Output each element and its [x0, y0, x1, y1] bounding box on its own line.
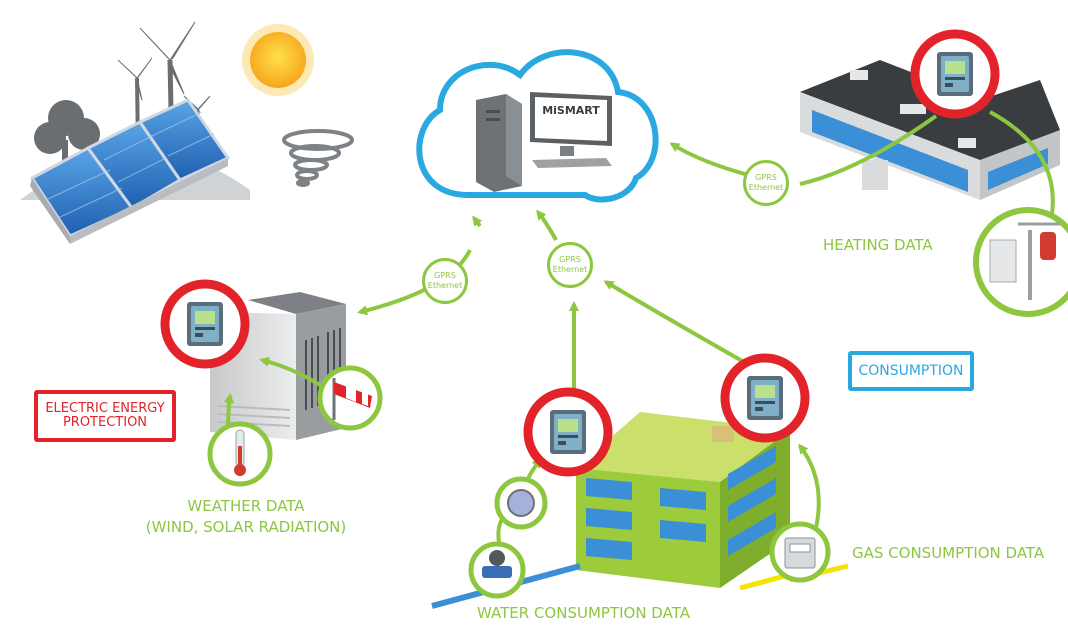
energy-meter-icon: [910, 29, 1000, 119]
gprs-label: GPRS: [755, 173, 777, 182]
consumption-label: CONSUMPTION: [858, 363, 964, 379]
water-meter-icon: [468, 541, 526, 599]
ethernet-label: Ethernet: [427, 281, 463, 290]
protection-line-1: ELECTRIC ENERGY: [45, 401, 165, 416]
renewables-scene: [20, 21, 354, 244]
sun-icon: [242, 24, 314, 96]
ethernet-label: Ethernet: [552, 265, 588, 274]
meter-dial-icon: [494, 476, 548, 530]
gprs-ethernet-badge: GPRS Ethernet: [743, 160, 789, 206]
consumption-box: CONSUMPTION: [848, 351, 974, 391]
energy-meter-icon: [160, 279, 250, 369]
gprs-label: GPRS: [559, 255, 581, 264]
heating-data-label: HEATING DATA: [823, 236, 933, 254]
boiler-icon: [973, 207, 1068, 317]
weather-data-line-2: (WIND, SOLAR RADIATION): [145, 518, 347, 536]
monitor-brand: MiSMART: [542, 104, 600, 117]
windsock-icon: [317, 365, 383, 431]
connector-lines: [224, 110, 1055, 547]
gprs-label: GPRS: [434, 271, 456, 280]
computer-icon: [476, 92, 612, 192]
gas-meter-icon: [769, 521, 831, 583]
gprs-ethernet-badge: GPRS Ethernet: [547, 242, 593, 288]
solar-panel-icon: [29, 98, 231, 244]
weather-data-line-1: WEATHER DATA: [187, 497, 305, 515]
gas-consumption-label: GAS CONSUMPTION DATA: [852, 544, 1045, 562]
weather-data-label: WEATHER DATA (WIND, SOLAR RADIATION): [130, 496, 362, 538]
tornado-icon: [282, 129, 354, 187]
ethernet-label: Ethernet: [748, 183, 784, 192]
water-consumption-label: WATER CONSUMPTION DATA: [477, 604, 690, 622]
shopping-building-icon: [800, 60, 1060, 200]
protection-line-2: PROTECTION: [62, 415, 148, 430]
tree-icon: [34, 100, 104, 172]
gprs-ethernet-badge: GPRS Ethernet: [422, 258, 468, 304]
thermometer-icon: [207, 421, 273, 487]
electric-energy-protection-box: ELECTRIC ENERGY PROTECTION: [34, 390, 176, 442]
energy-meter-icon: [720, 353, 810, 443]
energy-meter-icon: [523, 387, 613, 477]
